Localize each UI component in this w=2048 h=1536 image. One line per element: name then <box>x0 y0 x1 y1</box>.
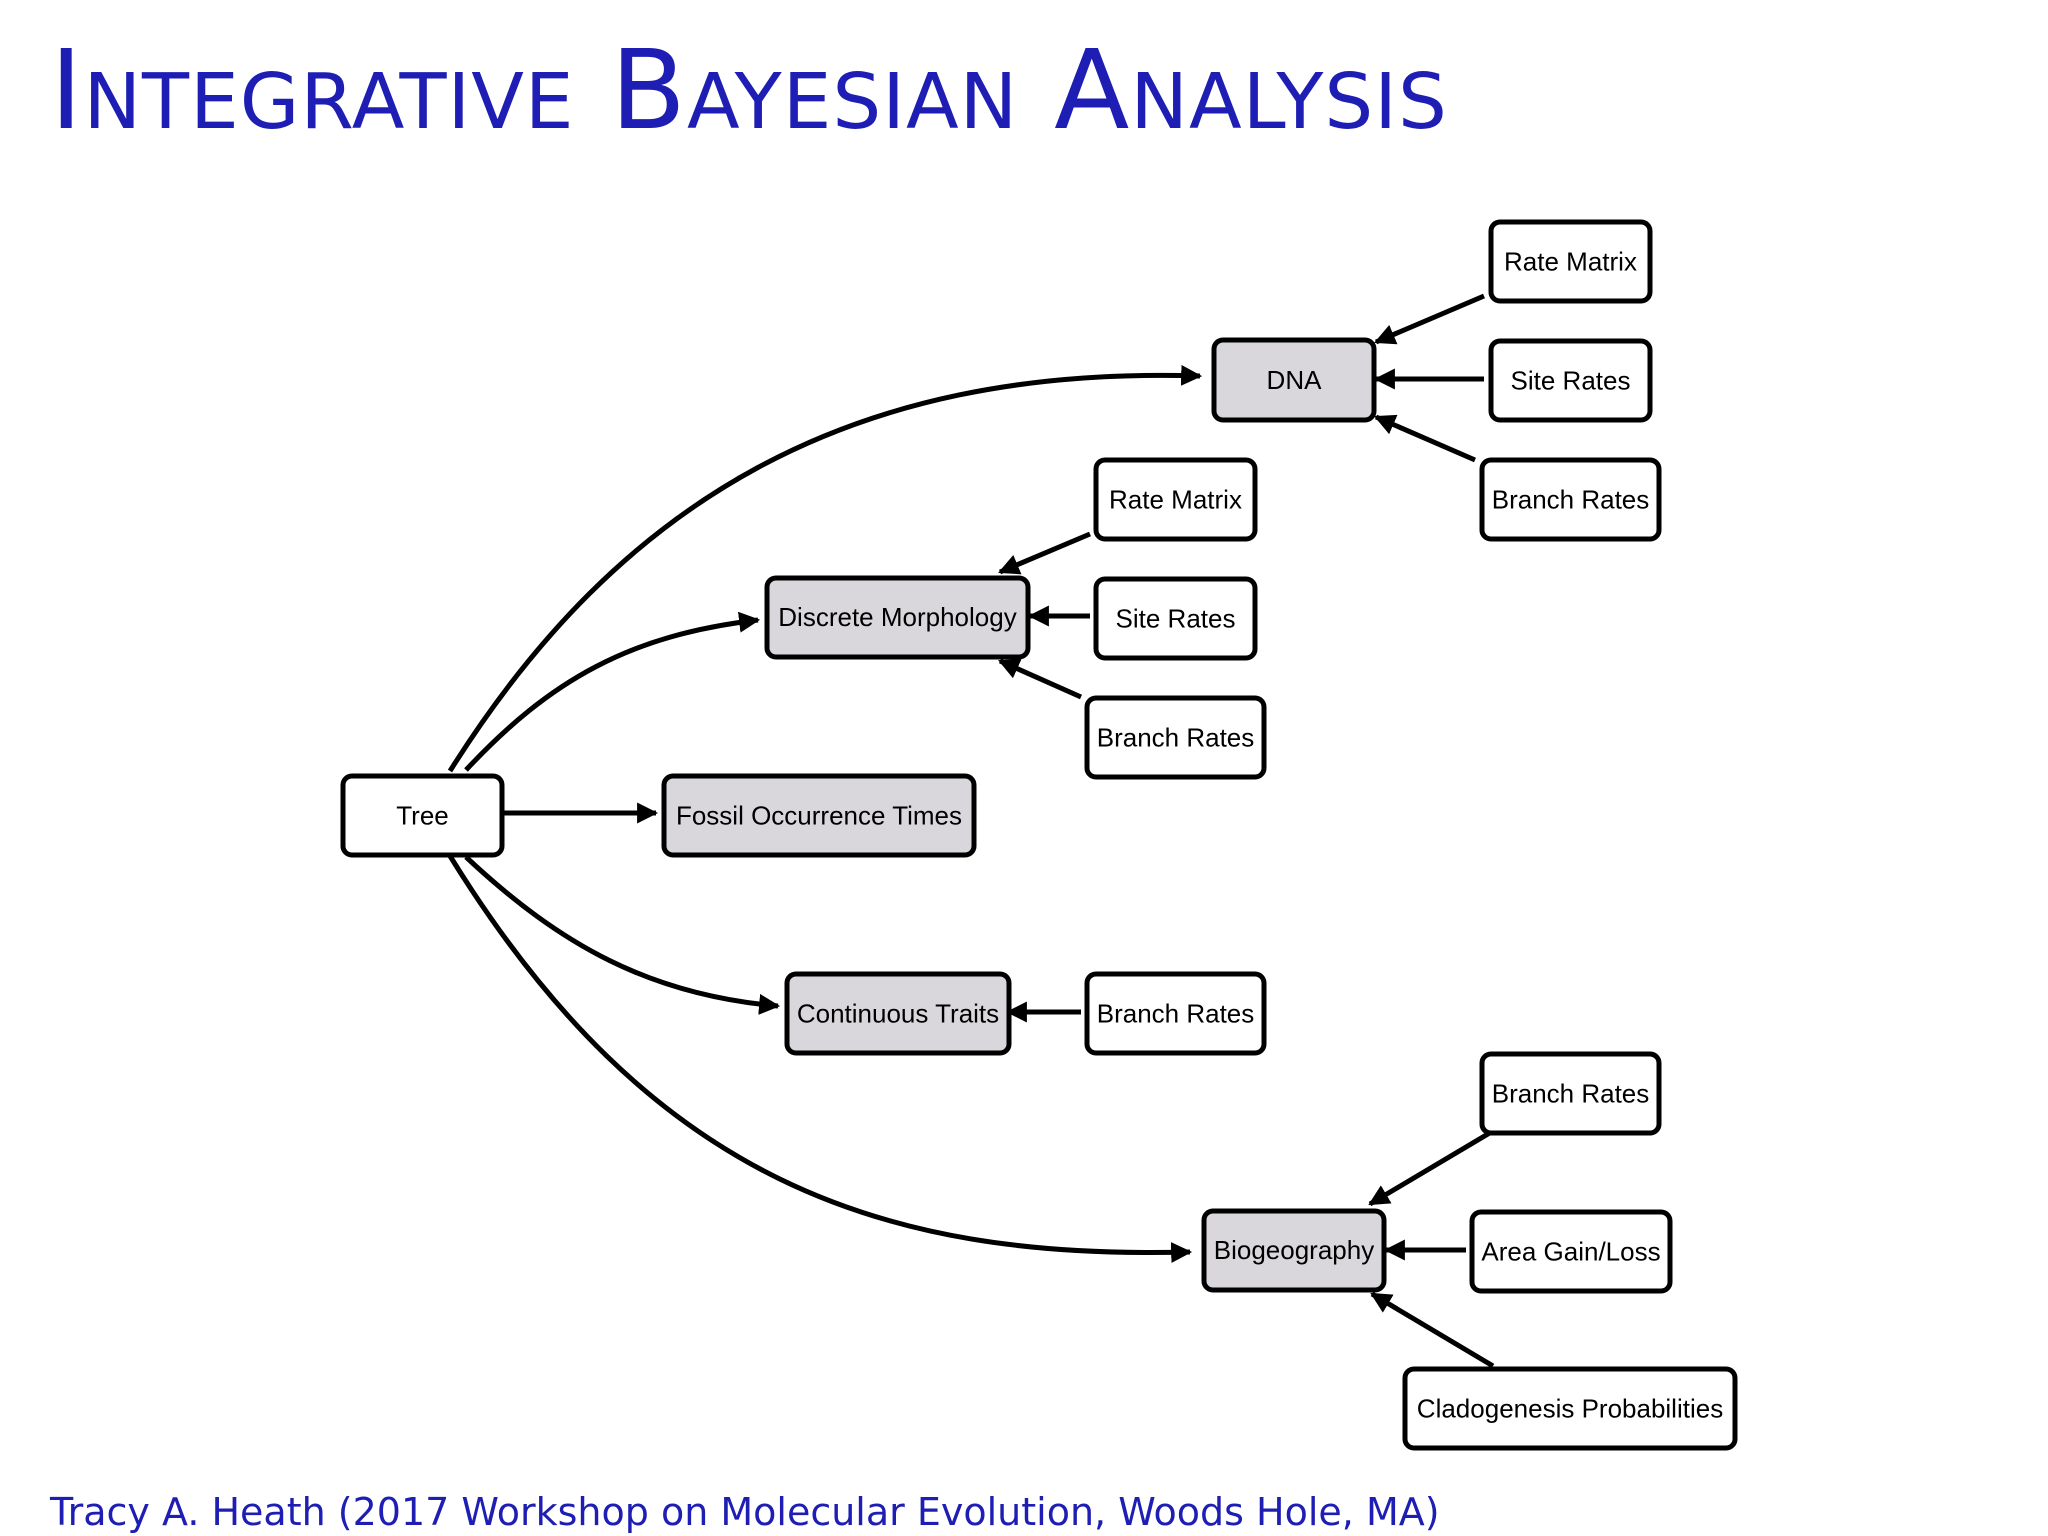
node-bio-area-gain-loss: Area Gain/Loss <box>1469 1209 1673 1294</box>
node-dna-site-rates: Site Rates <box>1488 338 1653 423</box>
node-continuous-traits: Continuous Traits <box>784 971 1012 1056</box>
node-morph-rate-matrix-label: Rate Matrix <box>1109 485 1242 515</box>
node-biogeography-label: Biogeography <box>1214 1235 1374 1265</box>
node-dna-site-rates-label: Site Rates <box>1511 366 1631 396</box>
node-morph-site-rates-label: Site Rates <box>1116 604 1236 634</box>
edge-tree-to-dna <box>447 364 1203 773</box>
edge-dna-branch-rates-to-dna <box>1374 414 1476 463</box>
nodes: Tree DNA Rate Matrix Site Rates Branch R… <box>340 219 1738 1451</box>
node-traits-branch-rates-label: Branch Rates <box>1097 999 1255 1029</box>
node-morph-rate-matrix: Rate Matrix <box>1093 457 1258 542</box>
node-dna: DNA <box>1211 337 1377 423</box>
edges <box>447 293 1495 1369</box>
edge-bio-cladogenesis-to-biogeography <box>1370 1291 1495 1369</box>
edge-tree-to-discrete-morphology <box>464 611 761 772</box>
node-bio-cladogenesis-probabilities: Cladogenesis Probabilities <box>1402 1366 1738 1451</box>
node-tree-label: Tree <box>396 801 449 831</box>
node-dna-branch-rates-label: Branch Rates <box>1492 485 1650 515</box>
node-traits-branch-rates: Branch Rates <box>1084 971 1267 1056</box>
edge-morph-rate-matrix-to-discrete-morphology <box>998 531 1091 575</box>
edge-morph-branch-rates-to-discrete-morphology <box>998 658 1083 700</box>
node-dna-label: DNA <box>1267 365 1323 395</box>
node-tree: Tree <box>340 773 505 858</box>
node-bio-cladogenesis-probabilities-label: Cladogenesis Probabilities <box>1417 1394 1723 1424</box>
node-dna-rate-matrix-label: Rate Matrix <box>1504 247 1637 277</box>
node-fossil-occurrence-times: Fossil Occurrence Times <box>661 773 977 858</box>
edge-tree-to-continuous-traits <box>464 855 781 1015</box>
edge-tree-to-biogeography <box>447 854 1193 1263</box>
edge-dna-rate-matrix-to-dna <box>1374 293 1485 345</box>
node-morph-branch-rates-label: Branch Rates <box>1097 723 1255 753</box>
slide-credit: Tracy A. Heath (2017 Workshop on Molecul… <box>50 1490 1440 1534</box>
node-bio-branch-rates-label: Branch Rates <box>1492 1079 1650 1109</box>
slide-title: Integrative Bayesian Analysis <box>50 26 1448 154</box>
node-discrete-morphology-label: Discrete Morphology <box>778 602 1016 632</box>
node-morph-site-rates: Site Rates <box>1093 576 1258 661</box>
node-dna-branch-rates: Branch Rates <box>1479 457 1662 542</box>
node-bio-branch-rates: Branch Rates <box>1479 1051 1662 1136</box>
node-biogeography: Biogeography <box>1201 1208 1387 1293</box>
edge-bio-branch-rates-to-biogeography <box>1368 1128 1495 1207</box>
node-dna-rate-matrix: Rate Matrix <box>1488 219 1653 304</box>
node-continuous-traits-label: Continuous Traits <box>797 999 999 1029</box>
node-morph-branch-rates: Branch Rates <box>1084 695 1267 780</box>
node-fossil-occurrence-times-label: Fossil Occurrence Times <box>676 801 962 831</box>
node-discrete-morphology: Discrete Morphology <box>764 575 1031 660</box>
node-bio-area-gain-loss-label: Area Gain/Loss <box>1481 1237 1660 1267</box>
